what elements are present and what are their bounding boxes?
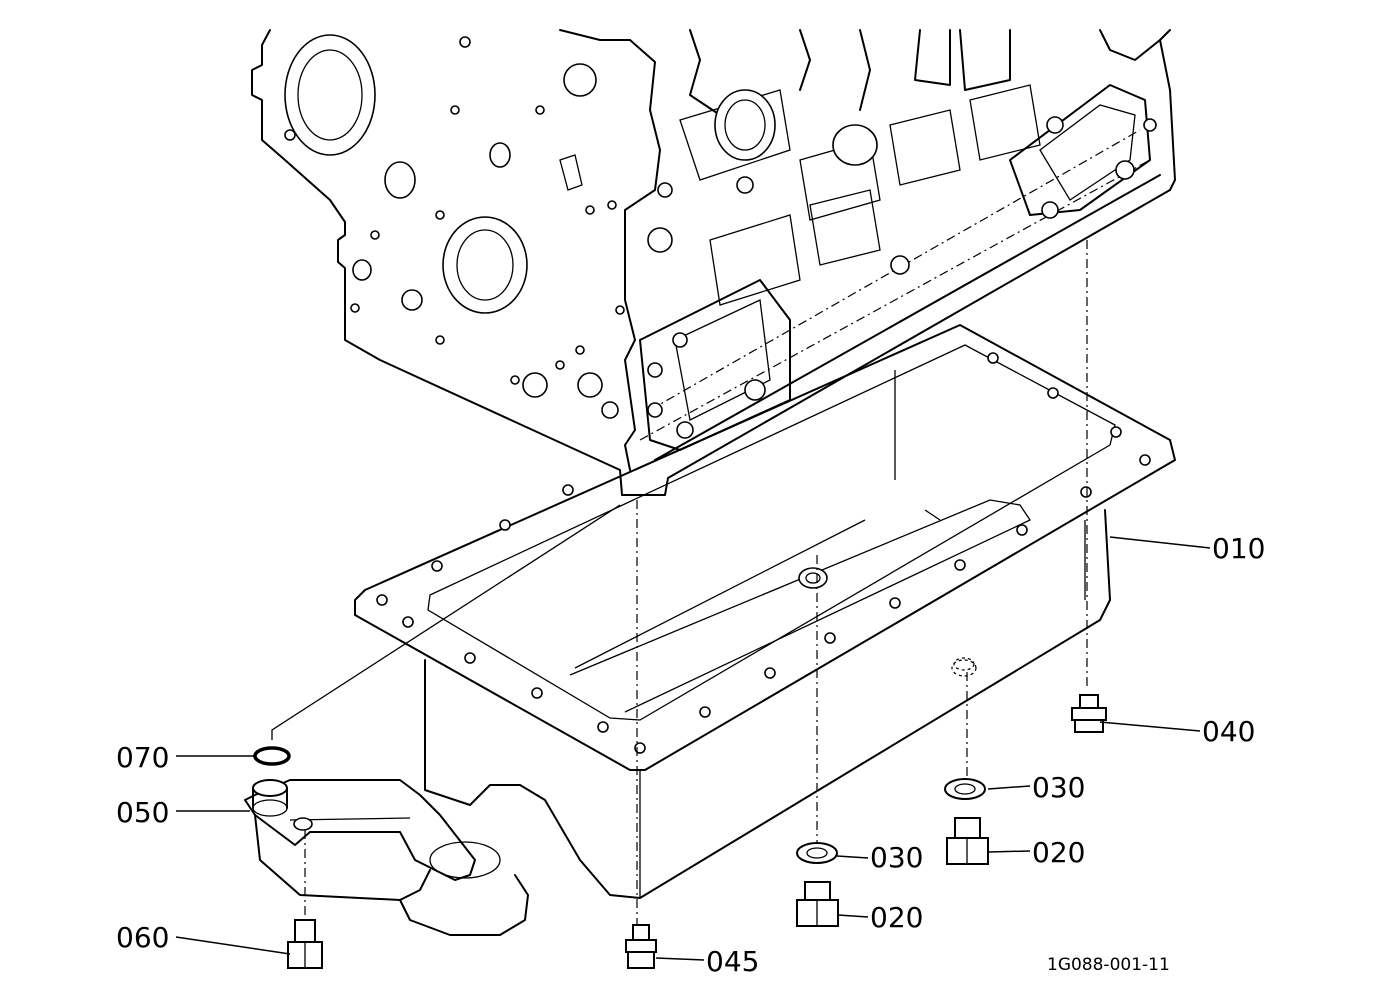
oil-strainer xyxy=(244,779,529,936)
alignment-lines xyxy=(271,240,1088,925)
callout-020-right: 020 xyxy=(1032,836,1085,869)
bolt-040 xyxy=(1071,694,1107,733)
flange-bolt-holes xyxy=(376,352,1151,754)
bolt-060 xyxy=(287,919,323,969)
drawing-reference-code: 1G088-001-11 xyxy=(1047,955,1170,975)
leader-lines xyxy=(175,536,1211,961)
callout-040: 040 xyxy=(1202,715,1255,748)
bolt-045 xyxy=(625,924,657,969)
o-ring xyxy=(253,746,291,766)
callout-060: 060 xyxy=(116,921,169,954)
callout-030-right: 030 xyxy=(1032,771,1085,804)
drain-plug-020-right xyxy=(946,817,989,865)
washer-030-right xyxy=(944,778,986,800)
callout-070: 070 xyxy=(116,741,169,774)
callout-010: 010 xyxy=(1212,532,1265,565)
drain-plug-020-left xyxy=(796,881,839,927)
callout-050: 050 xyxy=(116,796,169,829)
oil-pan xyxy=(354,324,1176,899)
callout-020-left: 020 xyxy=(870,901,923,934)
callout-030-left: 030 xyxy=(870,841,923,874)
washer-030-left xyxy=(796,842,838,864)
engine-block xyxy=(251,29,1176,496)
callout-045: 045 xyxy=(706,945,759,978)
